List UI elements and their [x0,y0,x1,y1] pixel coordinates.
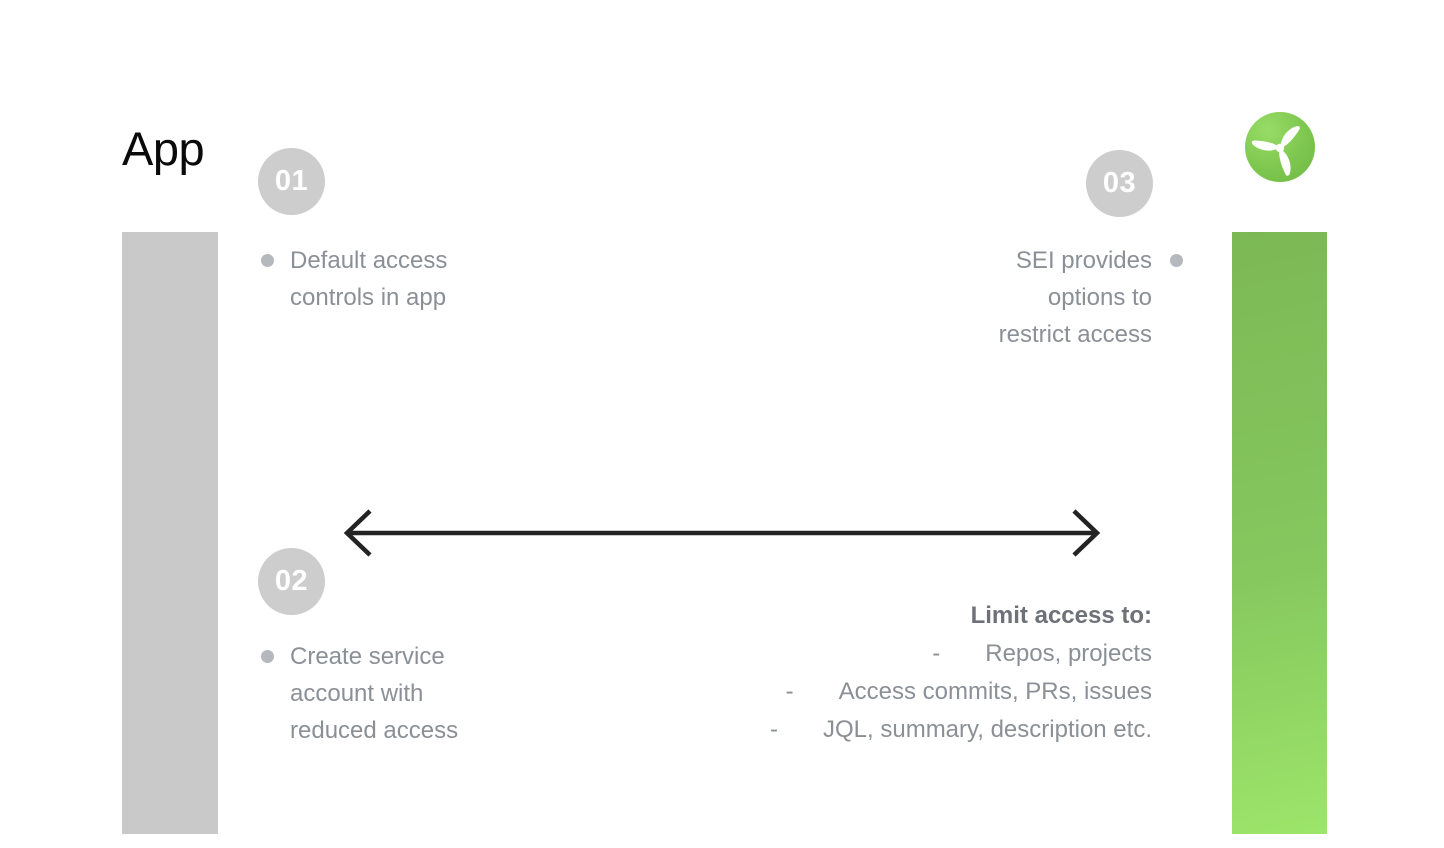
list-item-text: Access commits, PRs, issues [838,678,1152,705]
double-arrow-icon [343,509,1101,557]
note-line: options to [1047,284,1152,311]
note-default-access: Default access controls in app [261,242,447,316]
note-line: restrict access [998,321,1152,348]
note-text: Create service account with reduced acce… [290,638,458,749]
bullet-dot-icon [261,650,274,663]
right-green-bar [1232,232,1327,834]
note-sei-restrict: SEI provides options to restrict access [900,242,1183,353]
note-line: controls in app [290,284,447,311]
dash-bullet: - [932,640,941,667]
dash-bullet: - [770,716,778,743]
list-item: - JQL, summary, description etc. [600,711,1152,749]
left-gray-bar [122,232,218,834]
step-badge-01: 01 [258,148,325,215]
note-line: Create service [290,643,445,670]
bullet-dot-icon [261,254,274,267]
page-title: App [122,122,205,175]
bullet-dot-icon [1170,254,1183,267]
note-service-account: Create service account with reduced acce… [261,638,458,749]
limit-access-header: Limit access to: [970,602,1152,629]
note-text: Default access controls in app [290,242,447,316]
step-badge-03: 03 [1086,150,1153,217]
propeller-icon [1251,126,1300,176]
limit-access-list: Limit access to: - Repos, projects - Acces… [600,597,1152,749]
list-item-text: Repos, projects [985,640,1152,667]
dash-bullet: - [785,678,794,705]
list-item: - Access commits, PRs, issues [600,673,1152,711]
list-item-text: JQL, summary, description etc. [823,716,1152,743]
note-line: Default access [290,247,448,274]
step-badge-02: 02 [258,548,325,615]
note-line: reduced access [290,717,459,744]
note-line: SEI provides [1015,247,1152,274]
note-text: SEI provides options to restrict access [999,242,1152,353]
list-item: - Repos, projects [600,635,1152,673]
propeller-logo [1245,112,1315,182]
note-line: account with [290,680,424,707]
